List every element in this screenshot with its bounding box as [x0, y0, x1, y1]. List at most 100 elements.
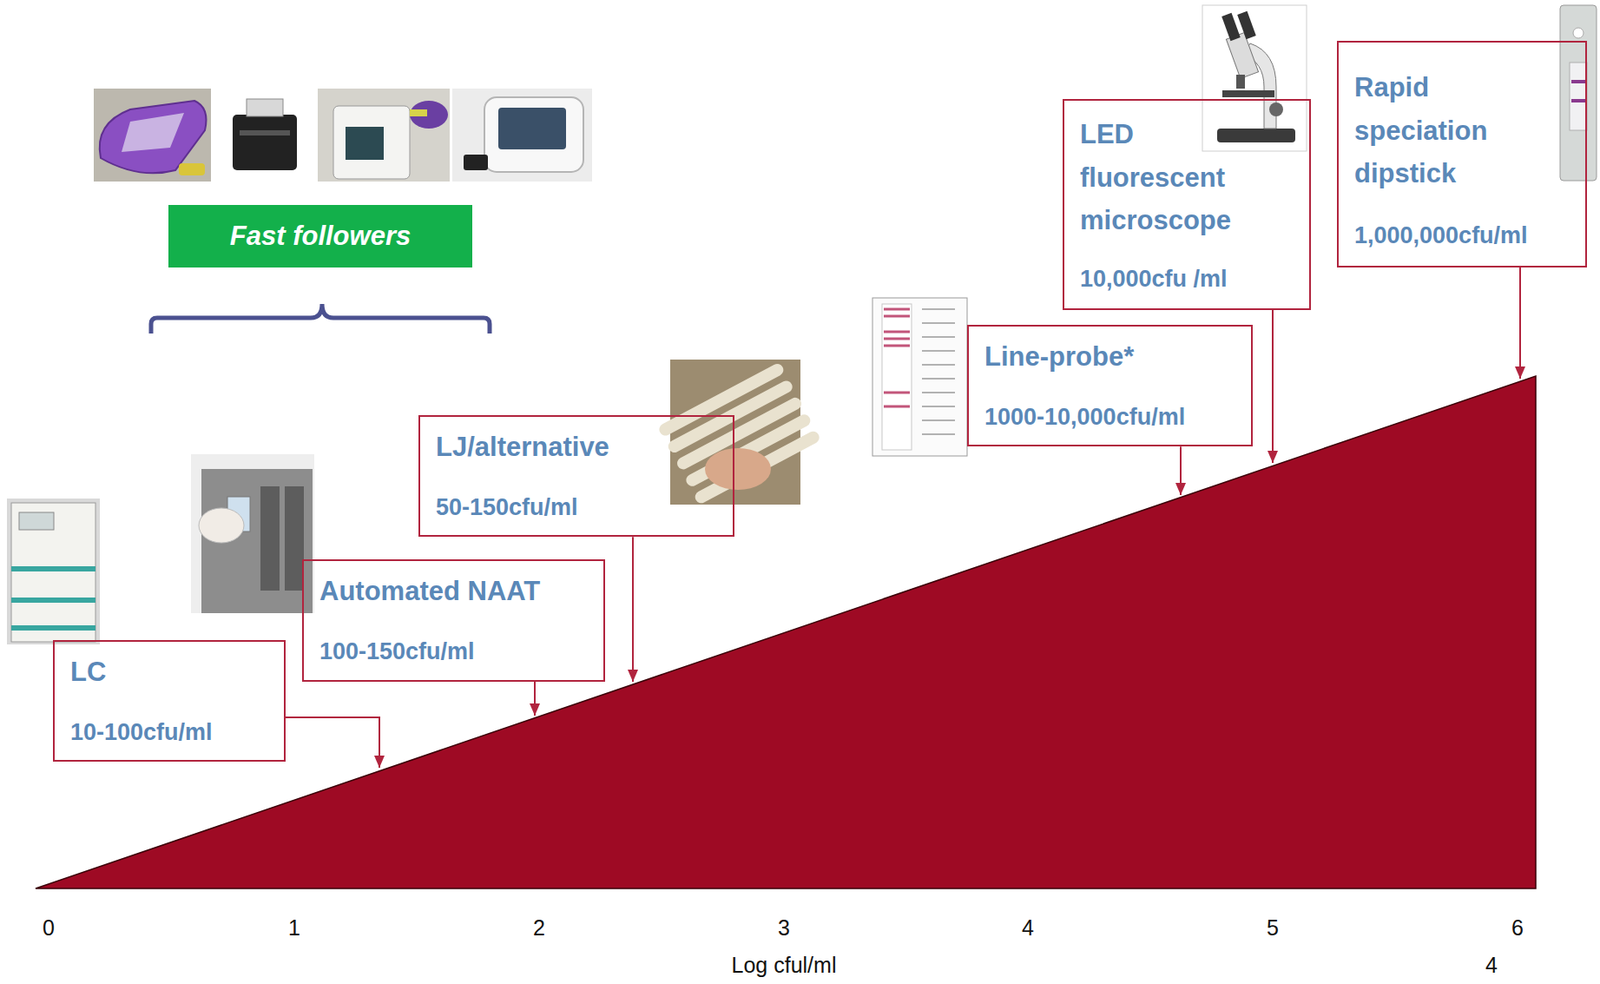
axis-label: 4: [1485, 951, 1498, 978]
handheld-device: [99, 100, 207, 173]
sensitivity-ramp: [35, 375, 1536, 889]
instrument-cabinet: [11, 502, 96, 642]
leader-arrow: [1271, 309, 1274, 463]
gloved-hand: [198, 507, 244, 543]
group-bracket: [151, 303, 490, 334]
key-line: [921, 405, 955, 408]
probe-bands: [883, 309, 910, 407]
test-chip: [463, 154, 488, 171]
detection-limit: 1,000,000cfu/ml: [1354, 219, 1567, 251]
sample-well: [1573, 27, 1584, 39]
axis-tick-label: 0: [42, 914, 55, 941]
key-line: [921, 349, 955, 352]
device-screen: [121, 112, 185, 152]
hand: [704, 447, 771, 490]
group-banner: Fast followers: [168, 204, 473, 268]
probe-band: [883, 330, 910, 334]
microscope-base: [1217, 128, 1296, 143]
method-name: LC: [70, 653, 265, 691]
reader-device: [232, 114, 297, 171]
leader-arrow: [632, 536, 634, 682]
reader-slot: [246, 98, 284, 117]
dipstick-body: [1560, 5, 1597, 181]
leader-arrow: [285, 717, 380, 768]
axis-tick-label: 3: [777, 914, 791, 941]
detection-limit: 10-100cfu/ml: [70, 716, 265, 748]
eyepiece: [1221, 13, 1241, 41]
leader-arrow: [1519, 267, 1521, 379]
detection-limit: 50-150cfu/ml: [435, 491, 714, 523]
analyzer-device: [333, 105, 410, 179]
culture-tubes: [657, 359, 822, 506]
analyzer-screen: [345, 126, 384, 160]
control-line: [1571, 79, 1586, 84]
key-line: [921, 308, 955, 310]
key-line: [921, 391, 955, 394]
instrument-stripe: [11, 566, 96, 572]
probe-band: [883, 344, 910, 348]
axis-tick-label: 6: [1511, 914, 1524, 941]
method-box: LED fluorescent microscope10,000cfu /ml: [1062, 98, 1311, 310]
device-cartridge: [178, 163, 205, 176]
instrument-panel: [19, 512, 54, 530]
method-box: Rapid speciation dipstick 1,000,000cfu/ml: [1336, 40, 1587, 268]
lc-instrument: [6, 498, 100, 645]
test-line: [1571, 98, 1586, 103]
instrument-stripe: [11, 625, 96, 631]
key-line: [921, 322, 955, 324]
detection-limit: 100-150cfu/ml: [319, 635, 585, 667]
photo-ground: [1202, 5, 1307, 152]
probe-band: [883, 315, 910, 318]
photo-ground: [93, 88, 211, 182]
line-probe-strip: [872, 297, 968, 456]
key-line: [921, 433, 955, 435]
tablet-screen: [498, 107, 567, 150]
instrument-module: [284, 486, 304, 591]
key-line: [921, 377, 955, 380]
method-name: Automated NAAT: [319, 572, 585, 610]
probe-band: [883, 405, 910, 409]
key-line: [921, 419, 955, 422]
axis-tick-label: 5: [1266, 914, 1279, 941]
method-name: LJ/alternative: [435, 428, 714, 466]
leader-arrow: [1179, 446, 1182, 495]
probe-band: [883, 337, 910, 341]
axis-tick-label: 4: [1021, 914, 1034, 941]
leader-lines: [285, 267, 1521, 768]
photo-ground: [219, 88, 309, 182]
key-line: [921, 335, 955, 338]
objective: [1236, 74, 1245, 89]
eyepiece: [1237, 11, 1257, 40]
photo-ground: [317, 88, 450, 182]
strip-card: [872, 297, 968, 456]
sample-tube: [409, 109, 428, 117]
detection-limit: 1000-10,000cfu/ml: [984, 401, 1232, 433]
instrument-module: [260, 486, 280, 591]
tablet-device: [484, 97, 584, 172]
method-name: Rapid speciation dipstick: [1354, 65, 1537, 196]
probe-key-lines: [921, 309, 955, 435]
gloved-hand: [409, 100, 448, 129]
axis-tick-label: 1: [288, 914, 301, 941]
leader-arrow: [533, 681, 536, 716]
axis-label: Log cful/ml: [731, 951, 837, 978]
method-name: LED fluorescent microscope: [1079, 112, 1263, 243]
tube: [692, 428, 822, 505]
method-box: LC 10-100cfu/ml: [52, 639, 286, 762]
probe-band: [883, 391, 910, 395]
photo-ground: [452, 88, 593, 182]
dipstick: [1560, 5, 1597, 181]
method-name: Fast followers: [230, 218, 411, 254]
photo-ground: [190, 454, 315, 613]
focus-knob: [1269, 102, 1284, 117]
naat-instrument: [190, 454, 315, 613]
key-line: [921, 363, 955, 366]
result-window: [1569, 62, 1587, 131]
method-box: LJ/alternative 50-150cfu/ml: [418, 414, 735, 537]
microscope: [1202, 5, 1307, 152]
tube-rack: [657, 362, 822, 506]
device-photos: [93, 88, 593, 182]
